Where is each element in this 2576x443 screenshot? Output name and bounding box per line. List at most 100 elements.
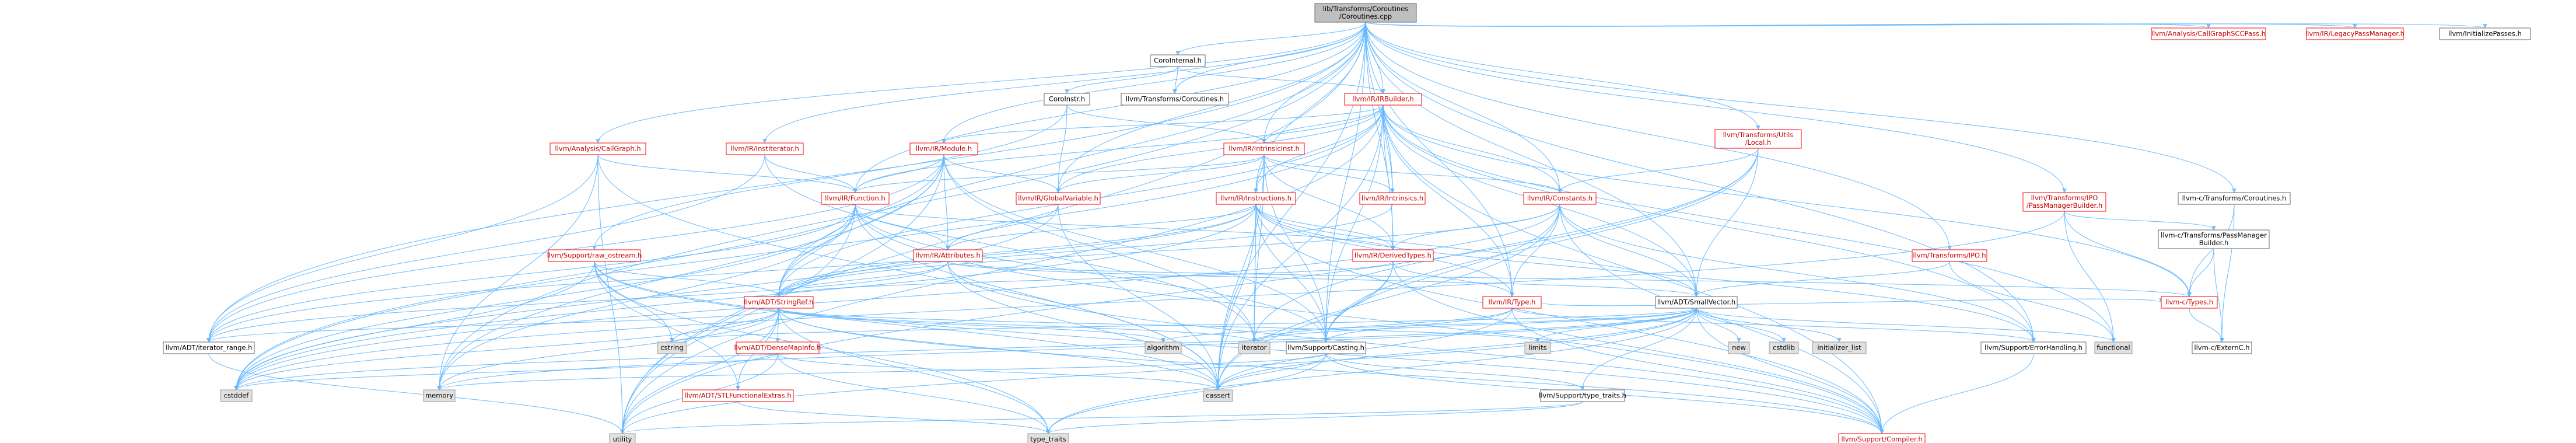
node-attributes[interactable]: llvm/IR/Attributes.h xyxy=(913,249,983,262)
node-stringref[interactable]: llvm/ADT/StringRef.h xyxy=(744,296,814,309)
node-casting[interactable]: llvm/Support/Casting.h xyxy=(1286,341,1366,354)
edge-stlextras-to-type_traits xyxy=(737,401,1051,434)
node-irbuilder[interactable]: llvm/IR/IRBuilder.h xyxy=(1344,93,1422,106)
node-function[interactable]: llvm/IR/Function.h xyxy=(821,192,890,205)
node-errorhandling[interactable]: llvm/Support/ErrorHandling.h xyxy=(1980,341,2087,354)
node-algorithm-label-0: algorithm xyxy=(1147,344,1180,352)
edge-function-to-casting xyxy=(855,204,1328,343)
node-new-box xyxy=(1728,341,1750,354)
node-smallvector[interactable]: llvm/ADT/SmallVector.h xyxy=(1655,296,1738,309)
edge-typetraits-to-type_traits xyxy=(1046,401,1583,434)
node-module-label-0: llvm/IR/Module.h xyxy=(916,145,972,153)
node-typetraits[interactable]: llvm/Support/type_traits.h xyxy=(1539,389,1626,402)
node-transcoroutines[interactable]: llvm/Transforms/Coroutines.h xyxy=(1121,93,1229,106)
edge-intrinsicinst-to-constants xyxy=(1264,154,1562,193)
edge-root-to-pmbuilder xyxy=(1365,22,2067,193)
node-intrinsics[interactable]: llvm/IR/Intrinsics.h xyxy=(1359,192,1426,205)
node-function-label-0: llvm/IR/Function.h xyxy=(825,194,885,203)
edge-instructions-to-cassert xyxy=(1216,204,1256,390)
node-derivedtypes[interactable]: llvm/IR/DerivedTypes.h xyxy=(1352,249,1434,262)
edge-instructions-to-iteratorrange xyxy=(206,204,1256,343)
node-cstdlib-label-0: cstdlib xyxy=(1773,344,1795,352)
node-densemapinfo-box xyxy=(736,341,820,354)
edge-irbuilder-to-derivedtypes xyxy=(1382,104,1395,250)
node-constants-box xyxy=(1523,192,1597,205)
edge-typetraits-to-utility xyxy=(620,401,1583,434)
node-intrinsics-label-0: llvm/IR/Intrinsics.h xyxy=(1362,194,1423,203)
edge-irtype-to-ctypes xyxy=(1541,298,2164,306)
node-pmbuilder[interactable]: llvm/Transforms/IPO/PassManagerBuilder.h xyxy=(2022,192,2106,212)
node-cstring-box xyxy=(657,341,687,354)
edge-constants-to-cassert xyxy=(1216,204,1560,390)
edge-irbuilder-to-intrinsicinst xyxy=(1262,104,1384,144)
node-coroinstr[interactable]: CoroInstr.h xyxy=(1044,93,1090,106)
node-functional-label-0: functional xyxy=(2096,344,2130,352)
node-root-label-1: /Coroutines.cpp xyxy=(1339,12,1392,20)
node-irtype[interactable]: llvm/IR/Type.h xyxy=(1482,296,1542,309)
node-stlextras[interactable]: llvm/ADT/STLFunctionalExtras.h xyxy=(682,389,794,402)
node-ipo[interactable]: llvm/Transforms/IPO.h xyxy=(1912,249,1987,262)
node-callgraphscc-box xyxy=(2151,27,2266,40)
node-callgraphscc-label-0: llvm/Analysis/CallGraphSCCPass.h xyxy=(2151,30,2266,38)
edge-root-to-casting xyxy=(1324,22,1366,343)
edge-constants-to-irtype xyxy=(1510,204,1560,297)
node-irbuilder-label-0: llvm/IR/IRBuilder.h xyxy=(1352,95,1413,103)
node-globalvariable[interactable]: llvm/IR/GlobalVariable.h xyxy=(1016,192,1101,205)
node-stlextras-box xyxy=(682,389,794,402)
node-cstring: cstring xyxy=(657,341,687,354)
node-cxcoroutines-box xyxy=(2178,192,2291,205)
node-externc[interactable]: llvm-c/ExternC.h xyxy=(2192,341,2252,354)
node-limits-box xyxy=(1524,341,1551,354)
edge-callgraph-to-memory xyxy=(437,154,598,390)
node-cxcoroutines[interactable]: llvm-c/Transforms/Coroutines.h xyxy=(2178,192,2291,205)
node-memory-box xyxy=(423,389,456,402)
node-root-label-0: lib/Transforms/Coroutines xyxy=(1323,5,1409,13)
edge-rawostream-to-cassert xyxy=(594,261,1220,390)
node-corointernal[interactable]: CoroInternal.h xyxy=(1150,54,1206,67)
node-callgraph[interactable]: llvm/Analysis/CallGraph.h xyxy=(550,142,646,155)
node-root[interactable]: lib/Transforms/Coroutines/Coroutines.cpp xyxy=(1314,3,1417,23)
edge-instructions-to-iterator xyxy=(1252,204,1256,343)
node-rawostream[interactable]: llvm/Support/raw_ostream.h xyxy=(547,249,642,262)
node-ipo-box xyxy=(1912,249,1987,262)
node-iteratorrange[interactable]: llvm/ADT/iterator_range.h xyxy=(163,341,255,354)
edge-stringref-to-memory xyxy=(437,308,779,390)
node-coroinstr-box xyxy=(1044,93,1090,106)
node-instructions[interactable]: llvm/IR/Instructions.h xyxy=(1216,192,1296,205)
edge-irbuilder-to-instructions xyxy=(1254,104,1384,193)
node-iteratorrange-box xyxy=(163,341,255,354)
node-initpasses[interactable]: llvm/InitializePasses.h xyxy=(2439,27,2531,40)
node-institerator[interactable]: llvm/IR/InstIterator.h xyxy=(726,142,804,155)
node-intrinsicinst[interactable]: llvm/IR/IntrinsicInst.h xyxy=(1223,142,1305,155)
edge-instructions-to-attributes xyxy=(946,204,1256,250)
node-typetraits-label-0: llvm/Support/type_traits.h xyxy=(1539,392,1626,400)
edge-stringref-to-cassert xyxy=(778,308,1220,390)
edge-attributes-to-smallvector xyxy=(947,261,1699,297)
node-cxpmbuilder[interactable]: llvm-c/Transforms/PassManagerBuilder.h xyxy=(2158,229,2270,249)
node-compiler[interactable]: llvm/Support/Compiler.h xyxy=(1838,433,1926,443)
node-pmbuilder-label-1: /PassManagerBuilder.h xyxy=(2027,201,2102,210)
node-ctypes[interactable]: llvm-c/Types.h xyxy=(2161,296,2218,309)
edge-root-to-institerator xyxy=(762,22,1366,144)
node-legacypm[interactable]: llvm/IR/LegacyPassManager.h xyxy=(2305,27,2404,40)
edge-corointernal-to-transcoroutines xyxy=(1172,66,1178,94)
edge-utilslocal-to-smallvector xyxy=(1694,148,1759,297)
edge-constants-to-stringref xyxy=(776,204,1560,297)
node-callgraphscc[interactable]: llvm/Analysis/CallGraphSCCPass.h xyxy=(2151,27,2266,40)
node-new: new xyxy=(1728,341,1750,354)
node-utilslocal[interactable]: llvm/Transforms/Utils/Local.h xyxy=(1714,129,1802,149)
edge-smallvector-to-typetraits xyxy=(1580,308,1697,390)
node-constants[interactable]: llvm/IR/Constants.h xyxy=(1523,192,1597,205)
edge-root-to-cxcoroutines xyxy=(1365,22,2236,193)
node-cxpmbuilder-box xyxy=(2158,229,2270,249)
edge-root-to-corointernal xyxy=(1175,22,1366,55)
edge-root-to-utilslocal xyxy=(1365,22,1760,130)
node-densemapinfo[interactable]: llvm/ADT/DenseMapInfo.h xyxy=(734,341,821,354)
node-module[interactable]: llvm/IR/Module.h xyxy=(909,142,978,155)
node-instructions-label-0: llvm/IR/Instructions.h xyxy=(1220,194,1292,203)
edge-root-to-smallvector xyxy=(1365,22,1699,297)
edge-irtype-to-errorhandling xyxy=(1511,308,2036,343)
node-iteratorrange-label-0: llvm/ADT/iterator_range.h xyxy=(166,344,253,352)
edge-cxcoroutines-to-externc xyxy=(2220,204,2235,343)
